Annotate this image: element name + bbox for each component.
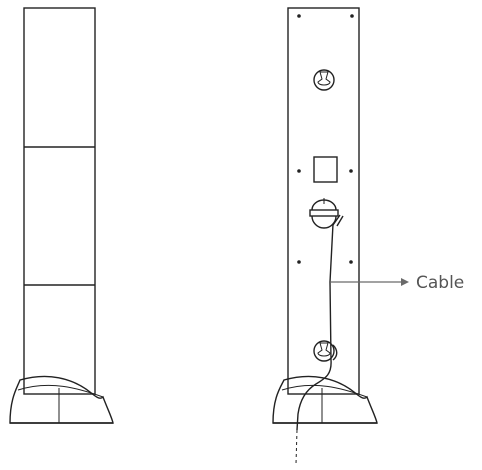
terminal-plate — [313, 156, 338, 183]
front-base — [9, 375, 114, 424]
cable-callout: Cable — [331, 273, 464, 293]
screw-hole-mid-left — [297, 169, 301, 173]
callout-arrowhead — [401, 278, 409, 286]
keyhole-mount-lower-icon — [313, 340, 338, 362]
screw-hole-mid-right — [349, 169, 353, 173]
screw-hole-top-left — [297, 14, 301, 18]
keyhole-mount-icon — [313, 69, 335, 91]
rear-view-stand — [272, 7, 378, 465]
cable-grommet-icon — [309, 198, 344, 229]
speaker-cable — [296, 223, 334, 431]
front-base-curve — [17, 384, 104, 398]
screw-hole-top-right — [350, 14, 354, 18]
screw-hole-low-left — [297, 260, 301, 264]
front-view-stand — [9, 7, 114, 424]
front-tower-column — [23, 7, 96, 395]
screw-hole-low-right — [349, 260, 353, 264]
cable-label: Cable — [416, 273, 464, 293]
rear-base — [272, 375, 378, 424]
rear-tower-column — [287, 7, 360, 395]
cable-exit-dashed — [295, 429, 298, 465]
rear-base-curve — [281, 384, 368, 398]
